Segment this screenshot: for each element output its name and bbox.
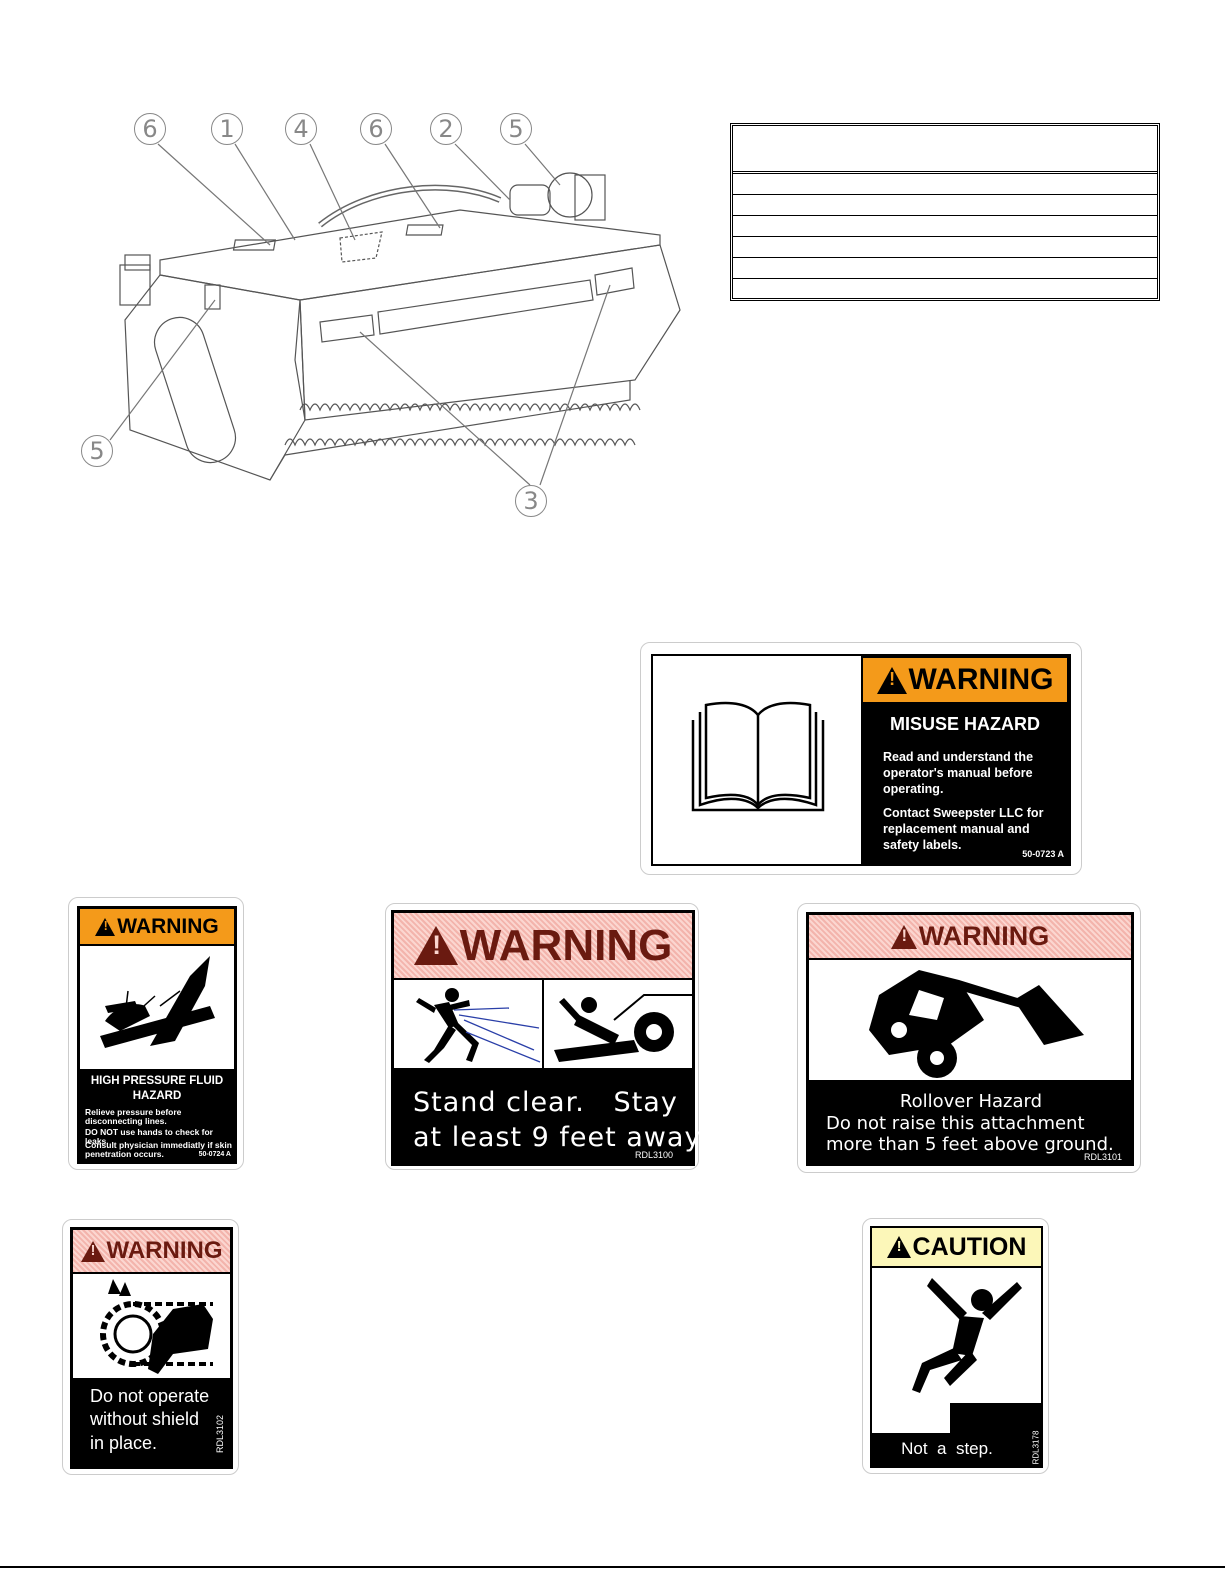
step-code: RDL3178 xyxy=(1031,1430,1041,1465)
chain-sprocket-hand-icon xyxy=(100,1279,213,1374)
misuse-title: MISUSE HAZARD xyxy=(889,714,1040,734)
fluid-code: 50-0724 A xyxy=(198,1151,231,1158)
rollover-warning-header: WARNING xyxy=(809,915,1131,958)
misuse-label-border: WARNING MISUSE HAZARD Read and understan… xyxy=(651,654,1071,866)
shield-code: RDL3102 xyxy=(214,1414,225,1454)
fluid-pictogram-area xyxy=(80,946,234,1069)
alert-triangle-icon xyxy=(80,1240,105,1262)
parts-table-row xyxy=(733,258,1157,279)
entanglement-pictogram xyxy=(544,980,692,1068)
standclear-line-1: Stand clear. Stay xyxy=(413,1087,678,1118)
shield-line-3: in place. xyxy=(90,1433,158,1453)
parts-table-row xyxy=(733,174,1157,195)
page-bottom-rule xyxy=(0,1566,1225,1568)
misuse-para-1: Read and understand the operator's manua… xyxy=(883,750,1034,796)
person-caught-in-rotor-icon xyxy=(554,994,692,1062)
callout-6-right: 6 xyxy=(360,113,392,145)
person-falling-icon xyxy=(912,1278,1041,1433)
rollover-line-2: more than 5 feet above ground. xyxy=(826,1134,1114,1155)
alert-triangle-icon xyxy=(413,926,458,965)
callout-2: 2 xyxy=(430,113,462,145)
attachment-drawing xyxy=(70,100,710,530)
shield-warning-header: WARNING xyxy=(73,1230,230,1272)
standclear-warning-header: WARNING xyxy=(394,913,692,978)
alert-triangle-icon xyxy=(876,666,907,694)
step-pictogram-area xyxy=(872,1268,1041,1433)
misuse-para-2: Contact Sweepster LLC for replacement ma… xyxy=(883,806,1044,852)
step-caution-header: CAUTION xyxy=(872,1228,1041,1268)
rollover-label-border: WARNING Rollover Hazard Do not raise thi… xyxy=(806,912,1134,1166)
standclear-label-border: WARNING xyxy=(391,910,706,1166)
parts-table-row xyxy=(733,195,1157,216)
fluid-title: HIGH PRESSURE FLUID HAZARD xyxy=(90,1075,224,1102)
fluid-line-2: DO NOT use hands to check for leaks. xyxy=(85,1127,213,1146)
parts-table-header xyxy=(733,126,1157,174)
parts-table-row xyxy=(733,279,1157,300)
shield-pictogram-area xyxy=(73,1274,230,1378)
misuse-warning-header: WARNING xyxy=(863,658,1067,702)
rollover-pictogram-area xyxy=(809,960,1131,1080)
callout-5-top: 5 xyxy=(500,113,532,145)
rollover-hazard-label: WARNING Rollover Hazard Do not raise thi… xyxy=(797,903,1141,1173)
step-text: Not a step. xyxy=(901,1439,993,1458)
person-hit-by-debris-icon xyxy=(416,988,541,1063)
alert-triangle-icon xyxy=(890,924,917,949)
hose-leak-hand-icon xyxy=(100,956,215,1048)
shield-label-border: WARNING Do not operate without shield in… xyxy=(70,1227,233,1469)
callout-1: 1 xyxy=(211,113,243,145)
step-text-panel: Not a step. RDL3178 xyxy=(872,1430,1041,1466)
shield-line-2: without shield xyxy=(90,1409,200,1429)
thrown-debris-pictogram xyxy=(394,980,542,1068)
fluid-label-border: WARNING HIGH PRESSURE FLUID HAZARD Relie… xyxy=(77,906,237,1164)
misuse-hazard-label: WARNING MISUSE HAZARD Read and understan… xyxy=(640,642,1082,875)
callout-3: 3 xyxy=(515,485,547,517)
rollover-code: RDL3101 xyxy=(1083,1152,1122,1162)
standclear-line-2: at least 9 feet away. xyxy=(413,1122,708,1153)
callout-5-left: 5 xyxy=(81,435,113,467)
callout-6-left: 6 xyxy=(134,113,166,145)
shield-line-1: Do not operate xyxy=(90,1386,210,1406)
parts-table-row xyxy=(733,216,1157,237)
stand-clear-label: WARNING xyxy=(385,903,706,1170)
skid-steer-tipping-icon xyxy=(869,970,1084,1078)
alert-triangle-icon xyxy=(886,1236,911,1258)
misuse-text-panel: WARNING MISUSE HAZARD Read and understan… xyxy=(861,656,1069,864)
parts-table xyxy=(730,123,1160,301)
callout-4: 4 xyxy=(285,113,317,145)
step-label-border: CAUTION Not a step. RDL3178 xyxy=(870,1226,1043,1468)
manual-book-icon xyxy=(688,700,828,825)
rollover-line-1: Do not raise this attachment xyxy=(826,1113,1085,1134)
fluid-warning-header: WARNING xyxy=(80,909,234,944)
alert-triangle-icon xyxy=(95,917,116,936)
shield-warning-label: WARNING Do not operate without shield in… xyxy=(62,1219,239,1475)
parts-table-row xyxy=(733,237,1157,258)
high-pressure-fluid-label: WARNING HIGH PRESSURE FLUID HAZARD Relie… xyxy=(68,897,244,1170)
standclear-code: RDL3100 xyxy=(634,1150,673,1160)
misuse-code: 50-0723 A xyxy=(1022,849,1064,859)
not-a-step-label: CAUTION Not a step. RDL3178 xyxy=(862,1218,1049,1474)
sweeper-attachment-illustration xyxy=(109,143,681,486)
fluid-line-1: Relieve pressure before disconnecting li… xyxy=(85,1107,182,1126)
rollover-title: Rollover Hazard xyxy=(899,1091,1043,1112)
fluid-line-3: Consult physician immediatly if skin pen… xyxy=(85,1140,232,1159)
